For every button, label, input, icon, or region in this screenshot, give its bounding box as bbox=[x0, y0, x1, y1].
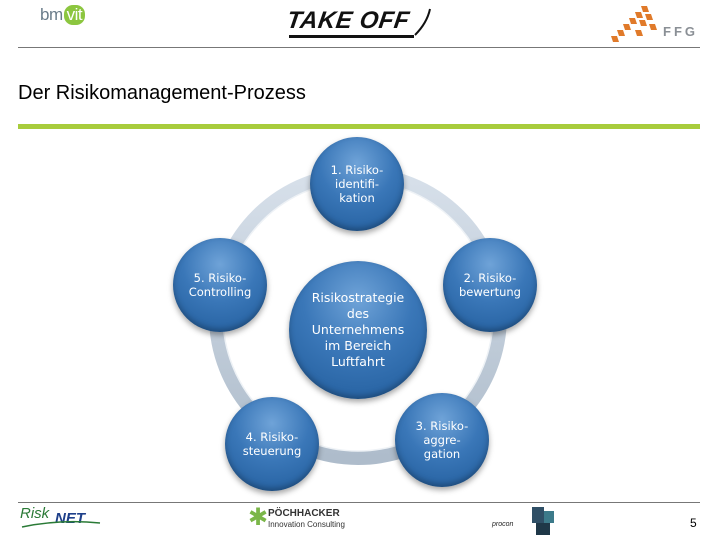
step-risk-identification: 1. Risiko- identifi- kation bbox=[310, 137, 404, 231]
page-number: 5 bbox=[690, 516, 697, 530]
step-risk-control: 4. Risiko- steuerung bbox=[225, 397, 319, 491]
step-risk-aggregation: 3. Risiko- aggre- gation bbox=[395, 393, 489, 487]
procon-logo: procon bbox=[492, 507, 557, 535]
center-risk-strategy: Risikostrategie des Unternehmens im Bere… bbox=[289, 261, 427, 399]
poechhacker-star-icon: ✱ bbox=[248, 504, 269, 531]
title-accent-rule bbox=[18, 124, 700, 129]
takeoff-logo: TAKE OFF bbox=[285, 5, 437, 45]
risknet-swoosh-icon bbox=[21, 520, 101, 528]
footer-divider bbox=[18, 502, 700, 503]
poechhacker-logo: ✱ PÖCHHACKER Innovation Consulting bbox=[248, 504, 345, 531]
takeoff-swoosh-icon bbox=[414, 8, 431, 36]
process-cycle-diagram: 1. Risiko- identifi- kation 2. Risiko- b… bbox=[150, 135, 570, 491]
ffg-logo: FFG bbox=[605, 2, 705, 46]
slide-title: Der Risikomanagement-Prozess bbox=[18, 82, 306, 104]
risknet-logo: Risk NET bbox=[20, 505, 110, 533]
step-risk-controlling: 5. Risiko- Controlling bbox=[173, 238, 267, 332]
header-divider bbox=[18, 47, 700, 48]
step-risk-assessment: 2. Risiko- bewertung bbox=[443, 238, 537, 332]
ffg-arrow-icon bbox=[611, 6, 657, 42]
ffg-logo-text: FFG bbox=[663, 24, 698, 39]
